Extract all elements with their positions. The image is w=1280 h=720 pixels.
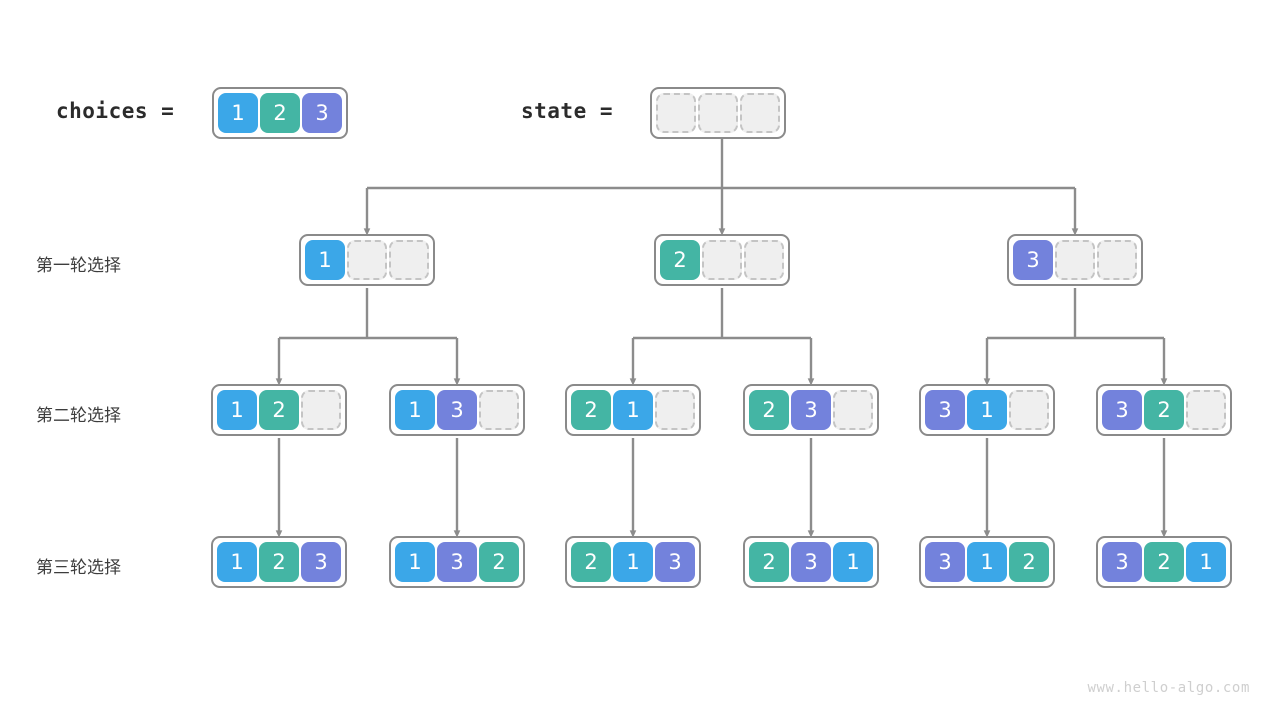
round1-state-node: 3 xyxy=(1007,234,1143,286)
round2-1-cell-empty xyxy=(479,390,519,430)
round2-1-cell-3: 3 xyxy=(437,390,477,430)
round2-1-cell-1: 1 xyxy=(395,390,435,430)
round3-5-cell-1: 1 xyxy=(1186,542,1226,582)
round1-2-cell-empty xyxy=(1097,240,1137,280)
round2-0-cell-2: 2 xyxy=(259,390,299,430)
round3-1-cell-1: 1 xyxy=(395,542,435,582)
round2-4-cell-3: 3 xyxy=(925,390,965,430)
choices-label: choices = xyxy=(56,99,175,123)
round3-1-cell-3: 3 xyxy=(437,542,477,582)
round2-4-cell-empty xyxy=(1009,390,1049,430)
round2-2-cell-1: 1 xyxy=(613,390,653,430)
round2-0-cell-empty xyxy=(301,390,341,430)
round3-4-cell-1: 1 xyxy=(967,542,1007,582)
round3-0-cell-1: 1 xyxy=(217,542,257,582)
round3-2-cell-3: 3 xyxy=(655,542,695,582)
watermark: www.hello-algo.com xyxy=(1087,680,1250,696)
round1-2-cell-empty xyxy=(1055,240,1095,280)
round1-0-cell-empty xyxy=(347,240,387,280)
round3-3-cell-1: 1 xyxy=(833,542,873,582)
round1-2-cell-3: 3 xyxy=(1013,240,1053,280)
state-cell-empty xyxy=(698,93,738,133)
round3-1-cell-2: 2 xyxy=(479,542,519,582)
round3-2-cell-1: 1 xyxy=(613,542,653,582)
state-cell-empty xyxy=(656,93,696,133)
round2-5-cell-3: 3 xyxy=(1102,390,1142,430)
state-cell-empty xyxy=(740,93,780,133)
round2-3-cell-2: 2 xyxy=(749,390,789,430)
round1-state-node: 1 xyxy=(299,234,435,286)
round1-1-cell-empty xyxy=(744,240,784,280)
round2-3-cell-empty xyxy=(833,390,873,430)
round1-1-cell-2: 2 xyxy=(660,240,700,280)
round2-4-cell-1: 1 xyxy=(967,390,1007,430)
choices-cell-2: 2 xyxy=(260,93,300,133)
round3-5-cell-3: 3 xyxy=(1102,542,1142,582)
round3-3-cell-3: 3 xyxy=(791,542,831,582)
round3-5-cell-2: 2 xyxy=(1144,542,1184,582)
round2-5-cell-empty xyxy=(1186,390,1226,430)
round2-2-cell-2: 2 xyxy=(571,390,611,430)
round1-1-cell-empty xyxy=(702,240,742,280)
round3-0-cell-3: 3 xyxy=(301,542,341,582)
state-array xyxy=(650,87,786,139)
round1-state-node: 2 xyxy=(654,234,790,286)
round1-0-cell-empty xyxy=(389,240,429,280)
round2-2-cell-empty xyxy=(655,390,695,430)
round3-4-cell-2: 2 xyxy=(1009,542,1049,582)
round1-0-cell-1: 1 xyxy=(305,240,345,280)
choices-cell-3: 3 xyxy=(302,93,342,133)
round3-4-cell-3: 3 xyxy=(925,542,965,582)
round3-3-cell-2: 2 xyxy=(749,542,789,582)
choices-cell-1: 1 xyxy=(218,93,258,133)
row-label-round2: 第二轮选择 xyxy=(36,406,121,426)
round3-0-cell-2: 2 xyxy=(259,542,299,582)
round3-2-cell-2: 2 xyxy=(571,542,611,582)
row-label-round1: 第一轮选择 xyxy=(36,256,121,276)
row-label-round3: 第三轮选择 xyxy=(36,558,121,578)
round2-3-cell-3: 3 xyxy=(791,390,831,430)
state-label: state = xyxy=(521,99,614,123)
round2-5-cell-2: 2 xyxy=(1144,390,1184,430)
round2-0-cell-1: 1 xyxy=(217,390,257,430)
